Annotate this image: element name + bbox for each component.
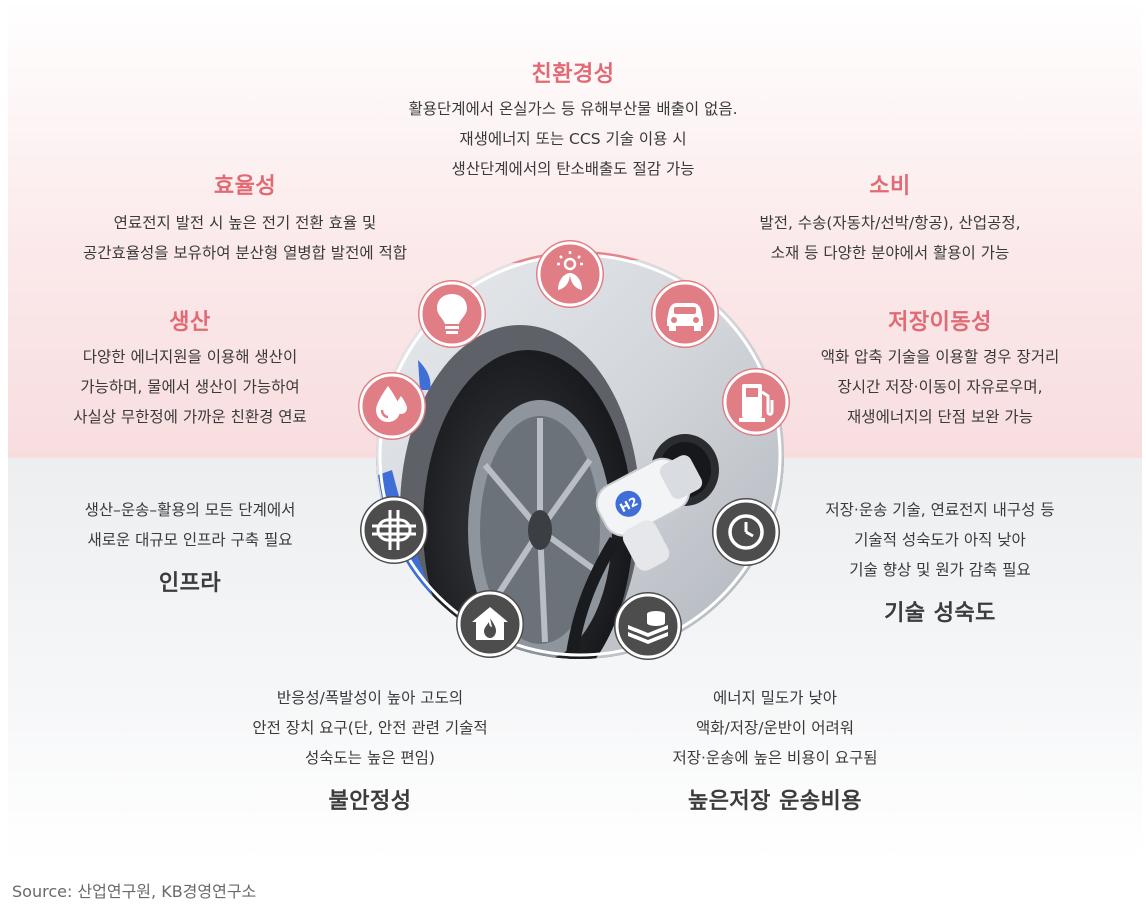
tech-line-3: 기술 향상 및 원가 감축 필요 [849,561,1031,579]
water-drop-icon [358,372,426,440]
storage-line-2: 장시간 저장·이동이 자유로우며, [837,378,1043,396]
tech-title: 기술 성숙도 [884,601,996,626]
infra-title: 인프라 [158,571,222,596]
source-note: Source: 산업연구원, KB경영연구소 [12,882,257,901]
instability-block: 반응성/폭발성이 높아 고도의 안전 장치 요구(단, 안전 관련 기술적 성숙… [205,683,535,815]
eco-line-1: 활용단계에서 온실가스 등 유해부산물 배출이 없음. [408,100,738,118]
house-fire-icon [456,590,524,658]
infra-line-1: 생산–운송–활용의 모든 단계에서 [84,501,296,519]
pipeline-icon [360,496,428,564]
production-title: 생산 [169,310,211,335]
clock-icon [712,498,780,566]
production-line-2: 가능하며, 물에서 생산이 가능하여 [80,378,300,396]
eco-line-3: 생산단계에서의 탄소배출도 절감 가능 [451,160,695,178]
storage-title: 저장이동성 [888,310,992,335]
eco-block: 친환경성 활용단계에서 온실가스 등 유해부산물 배출이 없음. 재생에너지 또… [330,56,816,184]
sun-leaf-icon [536,240,604,308]
consumption-title: 소비 [869,174,911,199]
cost-line-3: 저장·운송에 높은 비용이 요구됨 [672,749,878,767]
instability-line-3: 성숙도는 높은 편임) [305,749,435,767]
infra-block: 생산–운송–활용의 모든 단계에서 새로운 대규모 인프라 구축 필요 인프라 [30,495,350,597]
production-line-3: 사실상 무한정에 가까운 친환경 연료 [73,408,307,426]
cost-line-2: 액화/저장/운반이 어려워 [696,719,854,737]
car-icon [651,280,719,348]
consumption-line-1: 발전, 수송(자동차/선박/항공), 산업공정, [759,214,1021,232]
efficiency-line-1: 연료전지 발전 시 높은 전기 전환 효율 및 [113,214,377,232]
cost-title: 높은저장 운송비용 [687,789,863,814]
production-line-1: 다양한 에너지원을 이용해 생산이 [82,348,298,366]
hydrogen-hub: H2 [358,240,790,670]
instability-line-2: 안전 장치 요구(단, 안전 관련 기술적 [252,719,488,737]
efficiency-title: 효율성 [213,174,277,199]
cost-block: 에너지 밀도가 낮아 액화/저장/운반이 어려워 저장·운송에 높은 비용이 요… [610,683,940,815]
car-charging-photo: H2 [376,251,784,659]
tech-line-1: 저장·운송 기술, 연료전지 내구성 등 [825,501,1055,519]
instability-title: 불안정성 [328,789,412,814]
storage-line-1: 액화 압축 기술을 이용할 경우 장거리 [820,348,1060,366]
infra-line-2: 새로운 대규모 인프라 구축 필요 [87,531,293,549]
tech-block: 저장·운송 기술, 연료전지 내구성 등 기술적 성숙도가 아직 낮아 기술 향… [780,495,1100,627]
lightbulb-icon [418,280,486,348]
eco-title: 친환경성 [531,62,615,87]
efficiency-block: 효율성 연료전지 발전 시 높은 전기 전환 효율 및 공간효율성을 보유하여 … [20,168,470,268]
production-block: 생산 다양한 에너지원을 이용해 생산이 가능하며, 물에서 생산이 가능하여 … [30,304,350,432]
consumption-block: 소비 발전, 수송(자동차/선박/항공), 산업공정, 소재 등 다양한 분야에… [700,168,1080,268]
eco-line-2: 재생에너지 또는 CCS 기술 이용 시 [459,130,687,148]
consumption-line-2: 소재 등 다양한 분야에서 활용이 가능 [770,244,1010,262]
storage-line-3: 재생에너지의 단점 보완 가능 [847,408,1033,426]
efficiency-line-2: 공간효율성을 보유하여 분산형 열병합 발전에 적합 [82,244,408,262]
cost-line-1: 에너지 밀도가 낮아 [713,689,837,707]
instability-line-1: 반응성/폭발성이 높아 고도의 [276,689,464,707]
tech-line-2: 기술적 성숙도가 아직 낮아 [854,531,1026,549]
money-stack-icon [614,592,682,660]
fuel-pump-icon [722,368,790,436]
storage-block: 저장이동성 액화 압축 기술을 이용할 경우 장거리 장시간 저장·이동이 자유… [775,304,1105,432]
